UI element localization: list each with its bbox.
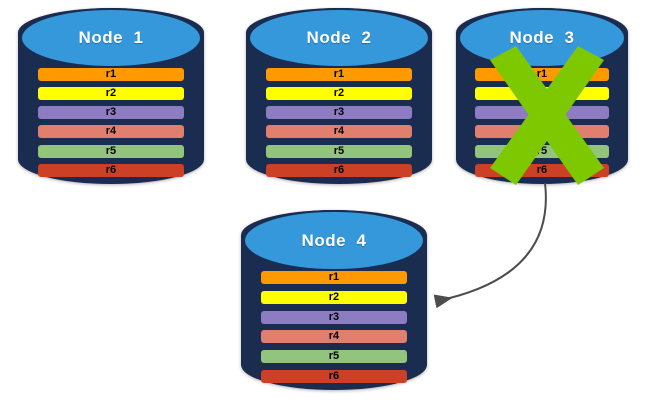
node-1-label: Node 1: [78, 27, 144, 47]
node-1-row-r2[interactable]: r2: [38, 87, 184, 101]
node-4-row-r4[interactable]: r4: [261, 330, 407, 344]
node-4-row-r6[interactable]: r6: [261, 369, 407, 383]
node-4-label: Node 4: [301, 230, 367, 250]
node-3[interactable]: Node 3 r1 r2 r3 r4 r5 r6: [456, 8, 628, 184]
node-1[interactable]: Node 1 r1 r2 r3 r4 r5 r6: [18, 8, 204, 184]
node-4-row-r2[interactable]: r2: [261, 290, 407, 304]
node-4-row-list: r1 r2 r3 r4 r5 r6: [261, 271, 407, 383]
node-3-row-r3[interactable]: r3: [474, 106, 610, 120]
node-2[interactable]: Node 2 r1 r2 r3 r4 r5 r6: [246, 8, 432, 184]
node-4-row-r3[interactable]: r3: [261, 310, 407, 324]
node-4-row-r1[interactable]: r1: [261, 271, 407, 285]
node-4-cylinder-top: [243, 210, 425, 272]
node-3-row-r1[interactable]: r1: [474, 67, 610, 81]
node-2-row-list: r1 r2 r3 r4 r5 r6: [266, 67, 412, 177]
node-1-row-r6[interactable]: r6: [38, 163, 184, 177]
node-3-label: Node 3: [509, 27, 575, 47]
node-4[interactable]: Node 4 r1 r2 r3 r4 r5 r6: [241, 210, 427, 390]
node-3-row-list: r1 r2 r3 r4 r5 r6: [474, 67, 610, 177]
node-1-row-r5[interactable]: r5: [38, 144, 184, 158]
node-1-row-r3[interactable]: r3: [38, 106, 184, 120]
node-2-label: Node 2: [306, 27, 372, 47]
node-1-row-r1[interactable]: r1: [38, 67, 184, 81]
node-2-row-r2[interactable]: r2: [266, 87, 412, 101]
node-1-row-list: r1 r2 r3 r4 r5 r6: [38, 67, 184, 177]
node-3-row-r4[interactable]: r4: [474, 125, 610, 139]
node-2-row-r1[interactable]: r1: [266, 67, 412, 81]
node-2-row-r4[interactable]: r4: [266, 125, 412, 139]
node-2-row-r6[interactable]: r6: [266, 163, 412, 177]
node-2-row-r3[interactable]: r3: [266, 106, 412, 120]
failover-arrow: [433, 182, 547, 309]
node-3-row-r2[interactable]: r2: [474, 87, 610, 101]
node-2-cylinder-top: [248, 8, 430, 68]
node-2-row-r5[interactable]: r5: [266, 144, 412, 158]
node-4-row-r5[interactable]: r5: [261, 350, 407, 364]
node-3-row-r5[interactable]: r5: [474, 144, 610, 158]
node-1-cylinder-top: [20, 8, 202, 68]
node-3-row-r6[interactable]: r6: [474, 163, 610, 177]
node-1-row-r4[interactable]: r4: [38, 125, 184, 139]
